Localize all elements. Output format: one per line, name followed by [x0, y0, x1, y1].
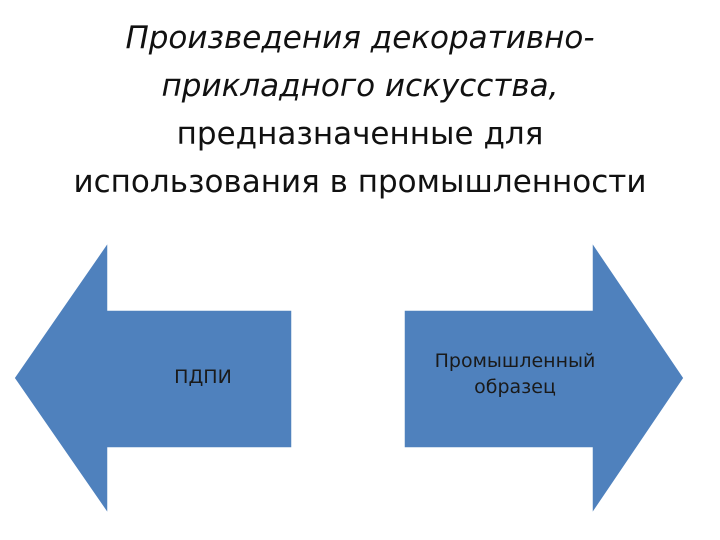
right-arrow-shape [403, 239, 685, 517]
title-line-3: предназначенные для [176, 116, 544, 152]
title-line-4: использования в промышленности [73, 164, 647, 200]
right-arrow-label: Промышленный образец [434, 350, 596, 398]
left-arrow-shape [13, 239, 293, 517]
left-arrow-label: ПДПИ [174, 366, 232, 388]
title-line-2: прикладного искусства, [161, 68, 559, 104]
diagram-title: Произведения декоративно- прикладного ис… [20, 14, 700, 206]
title-line-1: Произведения декоративно- [125, 20, 595, 56]
